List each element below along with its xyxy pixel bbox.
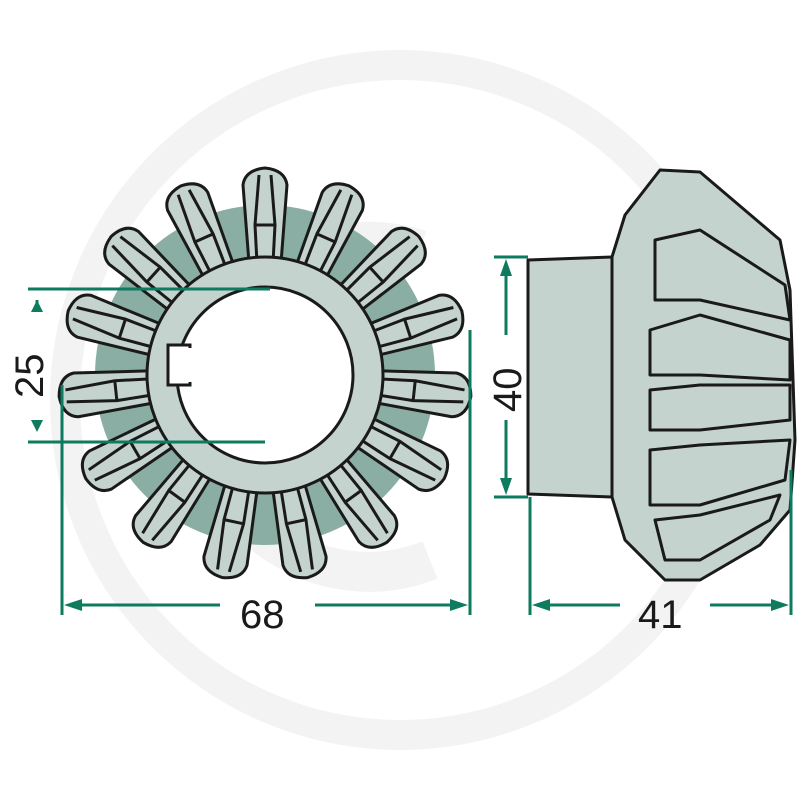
bore-diameter-label: 25 [8,353,52,399]
dimension-lines [28,255,793,615]
hub-diameter-label: 40 [486,367,530,413]
overall-length-label: 41 [638,593,683,637]
gear-side-view [526,168,797,582]
gear-front-view [57,166,473,580]
outer-diameter-label: 68 [240,593,285,637]
